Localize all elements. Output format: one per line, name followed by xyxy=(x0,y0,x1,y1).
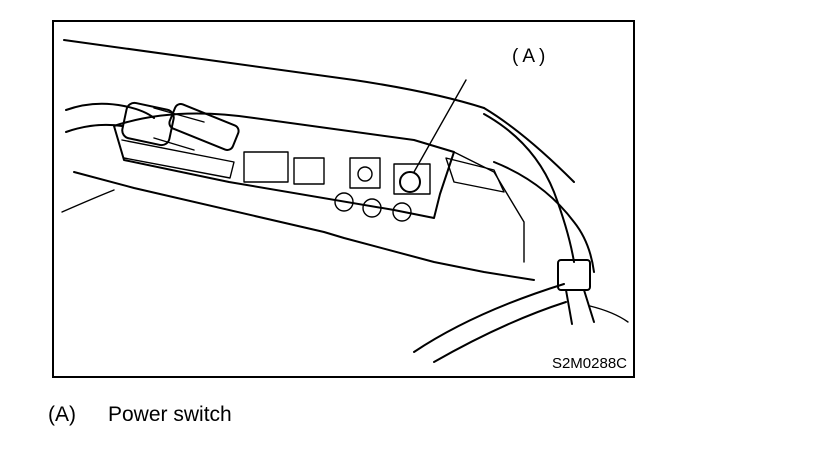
lower-cable-2 xyxy=(433,301,567,363)
callout-leader xyxy=(413,79,467,173)
housing-top-edge xyxy=(63,39,485,109)
housing-rear-curve xyxy=(483,107,575,183)
unit-illustration xyxy=(61,39,629,363)
strap-inner xyxy=(493,161,595,273)
legend-label: Power switch xyxy=(108,403,232,426)
callout-label-a: (A) xyxy=(512,46,550,67)
connector-panel xyxy=(113,112,455,219)
diagram-figure: (A) S2M0288C xyxy=(52,20,635,378)
jack-3 xyxy=(392,202,412,222)
left-curve xyxy=(61,189,115,213)
figure-code: S2M0288C xyxy=(551,355,627,372)
strap-clip xyxy=(557,259,591,291)
housing-inner xyxy=(453,151,525,263)
panel-frame xyxy=(121,139,235,179)
port-1 xyxy=(243,151,289,183)
legend-key: (A) xyxy=(48,403,76,426)
strap-tail xyxy=(565,289,595,325)
housing-slot xyxy=(445,157,505,193)
port-3-jack xyxy=(357,166,373,182)
jack-2 xyxy=(362,198,382,218)
port-2 xyxy=(293,157,325,185)
power-switch-icon xyxy=(393,163,431,195)
port-3 xyxy=(349,157,381,189)
lower-cable-1 xyxy=(413,283,565,353)
strap-outer xyxy=(483,113,575,263)
jack-1 xyxy=(334,192,354,212)
legend: (A) Power switch xyxy=(48,403,232,427)
lower-edge xyxy=(589,305,629,323)
housing-lower xyxy=(73,171,535,281)
wire-harness xyxy=(65,102,155,119)
